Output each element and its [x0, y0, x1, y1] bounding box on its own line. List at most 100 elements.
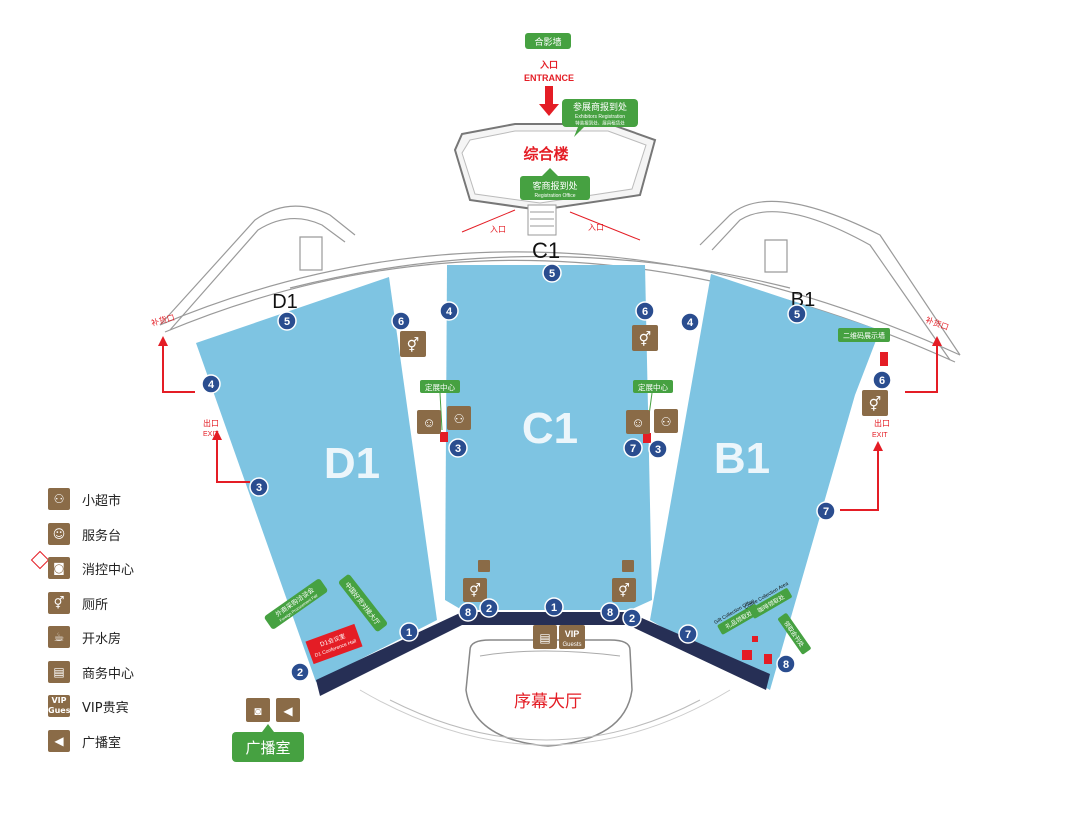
entrance-arrow: [539, 86, 559, 116]
entrance-en: ENTRANCE: [524, 73, 574, 83]
hall-c1[interactable]: [445, 265, 652, 610]
legend-item: ⚥ 厕所: [48, 590, 208, 625]
zone-badge: 5: [787, 304, 807, 324]
legend-label: 小超市: [82, 494, 122, 509]
coffee-area-marker: [752, 636, 758, 642]
zone-badge-number: 2: [486, 603, 492, 615]
svg-text:⚥: ⚥: [639, 331, 652, 347]
svg-text:出口: 出口: [874, 418, 890, 428]
svg-text:出口: 出口: [203, 418, 219, 428]
zone-badge: 5: [542, 263, 562, 283]
hall-b1[interactable]: [650, 274, 880, 690]
zone-badge-number: 2: [629, 613, 635, 625]
zone-badge: 7: [678, 624, 698, 644]
zone-badge: 8: [600, 602, 620, 622]
supply-door-left: 补货口: [150, 312, 195, 393]
zone-badge-number: 5: [549, 268, 555, 280]
zone-badge: 3: [249, 477, 269, 497]
security-marker: [30, 550, 50, 570]
legend-item: ☕ 开水房: [48, 624, 208, 659]
svg-text:补货口: 补货口: [150, 312, 176, 328]
hot-water-icon: ☕: [48, 626, 70, 648]
zone-badge: 8: [458, 602, 478, 622]
legend-label: 商务中心: [82, 666, 135, 682]
legend-label: 开水房: [82, 632, 122, 647]
svg-text:Guests: Guests: [562, 642, 581, 648]
service-desk-icon: ☺: [48, 522, 70, 545]
ticket-marker: [764, 654, 772, 664]
vip-icon: VIP Guests: [48, 695, 80, 717]
zone-badge: 4: [201, 374, 221, 394]
store-icon: ⚇: [48, 488, 70, 510]
svg-text:客商报到处: 客商报到处: [532, 180, 577, 192]
svg-text:⚥: ⚥: [869, 396, 882, 412]
legend-label: 消控中心: [82, 563, 135, 578]
zone-badge-number: 4: [208, 379, 215, 391]
booth-center-left: 定展中心: [420, 380, 460, 442]
zone-badge-number: 3: [256, 482, 262, 494]
zone-badge-number: 6: [879, 375, 885, 387]
business-center-icon: ▤: [48, 660, 70, 683]
zone-badge: 1: [544, 597, 564, 617]
svg-text:⚥: ⚥: [469, 583, 481, 598]
zone-badge: 1: [399, 622, 419, 642]
svg-text:定展中心: 定展中心: [425, 382, 455, 392]
security-camera-icon: ◙: [48, 557, 70, 579]
zone-badge: 6: [872, 370, 892, 390]
svg-text:VIP: VIP: [565, 629, 580, 639]
svg-text:二维码展示墙: 二维码展示墙: [843, 331, 885, 340]
hall-d1-top-label: D1: [272, 291, 298, 313]
hall-d1[interactable]: [196, 277, 437, 682]
facility-icons: ⚥ ⚥ ⚥ ☺ ⚇ ☺ ⚇ ⚥ ⚥: [400, 325, 888, 602]
zone-badge: 3: [448, 438, 468, 458]
lobby-name: 序幕大厅: [514, 692, 582, 712]
svg-text:▤: ▤: [539, 631, 550, 645]
zone-badge: 2: [479, 598, 499, 618]
svg-text:⚥: ⚥: [618, 583, 630, 598]
zone-badge-number: 7: [630, 443, 636, 455]
zone-badge-number: 1: [406, 627, 412, 639]
broadcast-room: ◙ ◀ 广播室: [232, 698, 304, 762]
legend-label: 厕所: [82, 597, 109, 613]
zone-badge-number: 7: [685, 629, 691, 641]
svg-text:EXIT: EXIT: [203, 431, 219, 438]
gift-office-marker: [742, 650, 752, 660]
zone-badge-number: 6: [398, 316, 404, 328]
complex-building: 综合楼: [453, 123, 657, 236]
exhibitor-registration-callout: 参展商报到处 Exhibitors Registration 特装报到处、展具租…: [562, 99, 638, 137]
zone-badge-number: 8: [607, 607, 613, 619]
zone-badge-number: 2: [297, 667, 303, 679]
svg-text:⚥: ⚥: [407, 337, 420, 353]
zone-badge: 3: [648, 439, 668, 459]
hall-b1-label: B1: [714, 434, 770, 483]
legend-label: VIP贵宾: [82, 701, 129, 716]
svg-text:定展中心: 定展中心: [638, 382, 668, 392]
legend-label: 服务台: [82, 528, 122, 544]
building-name: 综合楼: [523, 145, 568, 163]
broadcast-label: 广播室: [245, 739, 290, 757]
zone-badge-number: 7: [823, 506, 829, 518]
supply-door-right: 补货口: [905, 314, 950, 393]
speaker-icon: ◀: [48, 729, 70, 752]
svg-text:◙: ◙: [254, 704, 261, 718]
exit-right: 出口 EXIT: [840, 418, 890, 511]
zone-badge-number: 6: [642, 306, 648, 318]
svg-text:EXIT: EXIT: [872, 432, 888, 439]
visitor-registration-callout: 客商报到处 Registration Office: [520, 168, 590, 200]
zone-badge: 8: [776, 654, 796, 674]
entrance-cn: 入口: [539, 60, 558, 71]
svg-text:☺: ☺: [631, 415, 644, 430]
prelude-lobby: 序幕大厅: [359, 639, 731, 747]
svg-text:☺: ☺: [422, 415, 435, 430]
zone-badge-number: 4: [687, 317, 694, 329]
zone-badge: 6: [635, 301, 655, 321]
svg-text:Exhibitors Registration: Exhibitors Registration: [575, 114, 625, 120]
zone-badge: 6: [391, 311, 411, 331]
lobby-vip-icon: VIP Guests: [559, 625, 585, 649]
restroom-icon: ⚥: [48, 591, 70, 614]
entry-left-label: 入口: [490, 225, 506, 234]
lobby-business-center-icon: ▤: [533, 625, 557, 649]
zone-badge-number: 3: [455, 443, 461, 455]
